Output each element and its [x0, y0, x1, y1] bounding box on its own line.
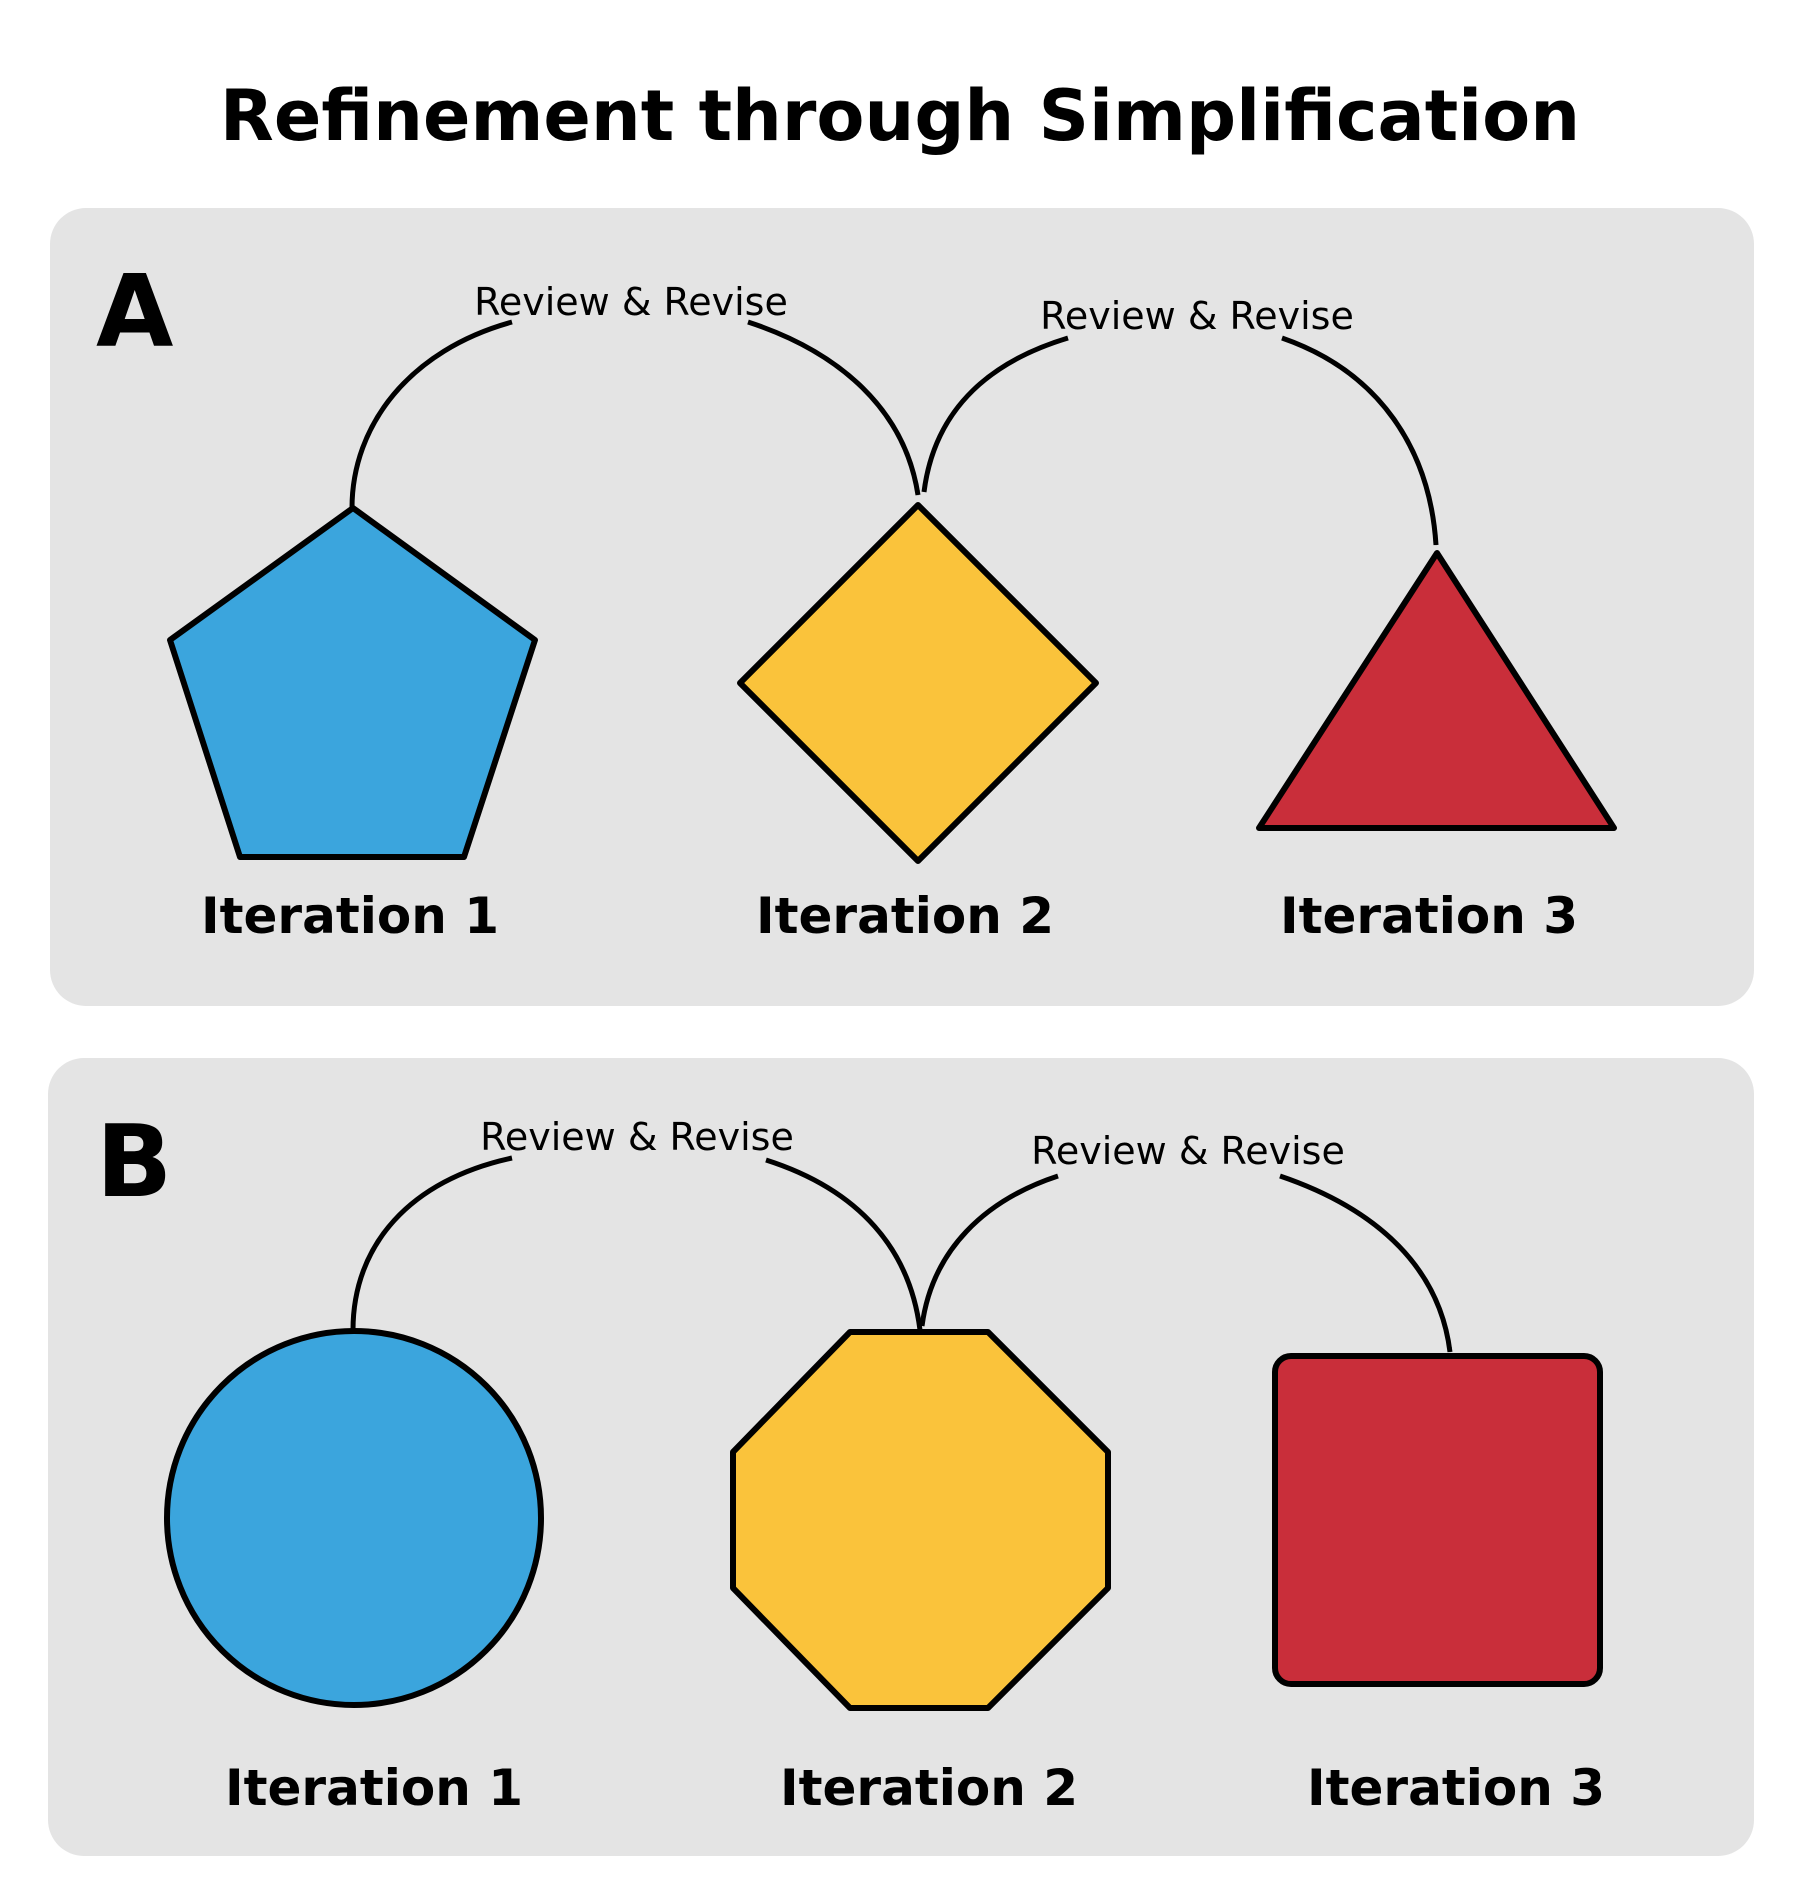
- panel-b: B Review & Revise Review & Revise Iterat…: [48, 1058, 1754, 1856]
- panel-a: A Review & Revise Review & Revise Iterat…: [50, 208, 1754, 1006]
- panel-b-arrow-label-1: Review & Revise: [480, 1115, 794, 1159]
- panel-b-circle-shape: [164, 1328, 544, 1708]
- panel-b-iteration-1-label: Iteration 1: [225, 1759, 523, 1817]
- panel-b-square-shape: [1272, 1353, 1603, 1687]
- panel-a-arrow-2-to-3: [921, 335, 1436, 545]
- panel-a-iteration-2-label: Iteration 2: [756, 887, 1054, 945]
- panel-b-iteration-3-label: Iteration 3: [1307, 1759, 1605, 1817]
- panel-a-arrow-label-1: Review & Revise: [474, 280, 788, 324]
- panel-a-arrow-label-2: Review & Revise: [1040, 294, 1354, 338]
- panel-b-arrow-1-to-2: [350, 1155, 920, 1330]
- diagram-title: Refinement through Simplification: [220, 75, 1580, 157]
- panel-b-octagon-shape: [730, 1329, 1111, 1711]
- panel-b-letter: B: [96, 1103, 172, 1220]
- panel-a-iteration-3-label: Iteration 3: [1280, 887, 1578, 945]
- panel-a-letter: A: [96, 253, 173, 370]
- panel-a-arrow-1-to-2: [349, 319, 918, 509]
- panel-a-pentagon-shape: [167, 505, 538, 860]
- panel-b-iteration-2-label: Iteration 2: [780, 1759, 1078, 1817]
- panel-b-arrow-2-to-3: [919, 1173, 1450, 1352]
- panel-a-diamond-shape: [737, 502, 1099, 864]
- panel-b-arrow-label-2: Review & Revise: [1031, 1129, 1345, 1173]
- panel-a-iteration-1-label: Iteration 1: [201, 887, 499, 945]
- panel-a-triangle-shape: [1256, 550, 1617, 831]
